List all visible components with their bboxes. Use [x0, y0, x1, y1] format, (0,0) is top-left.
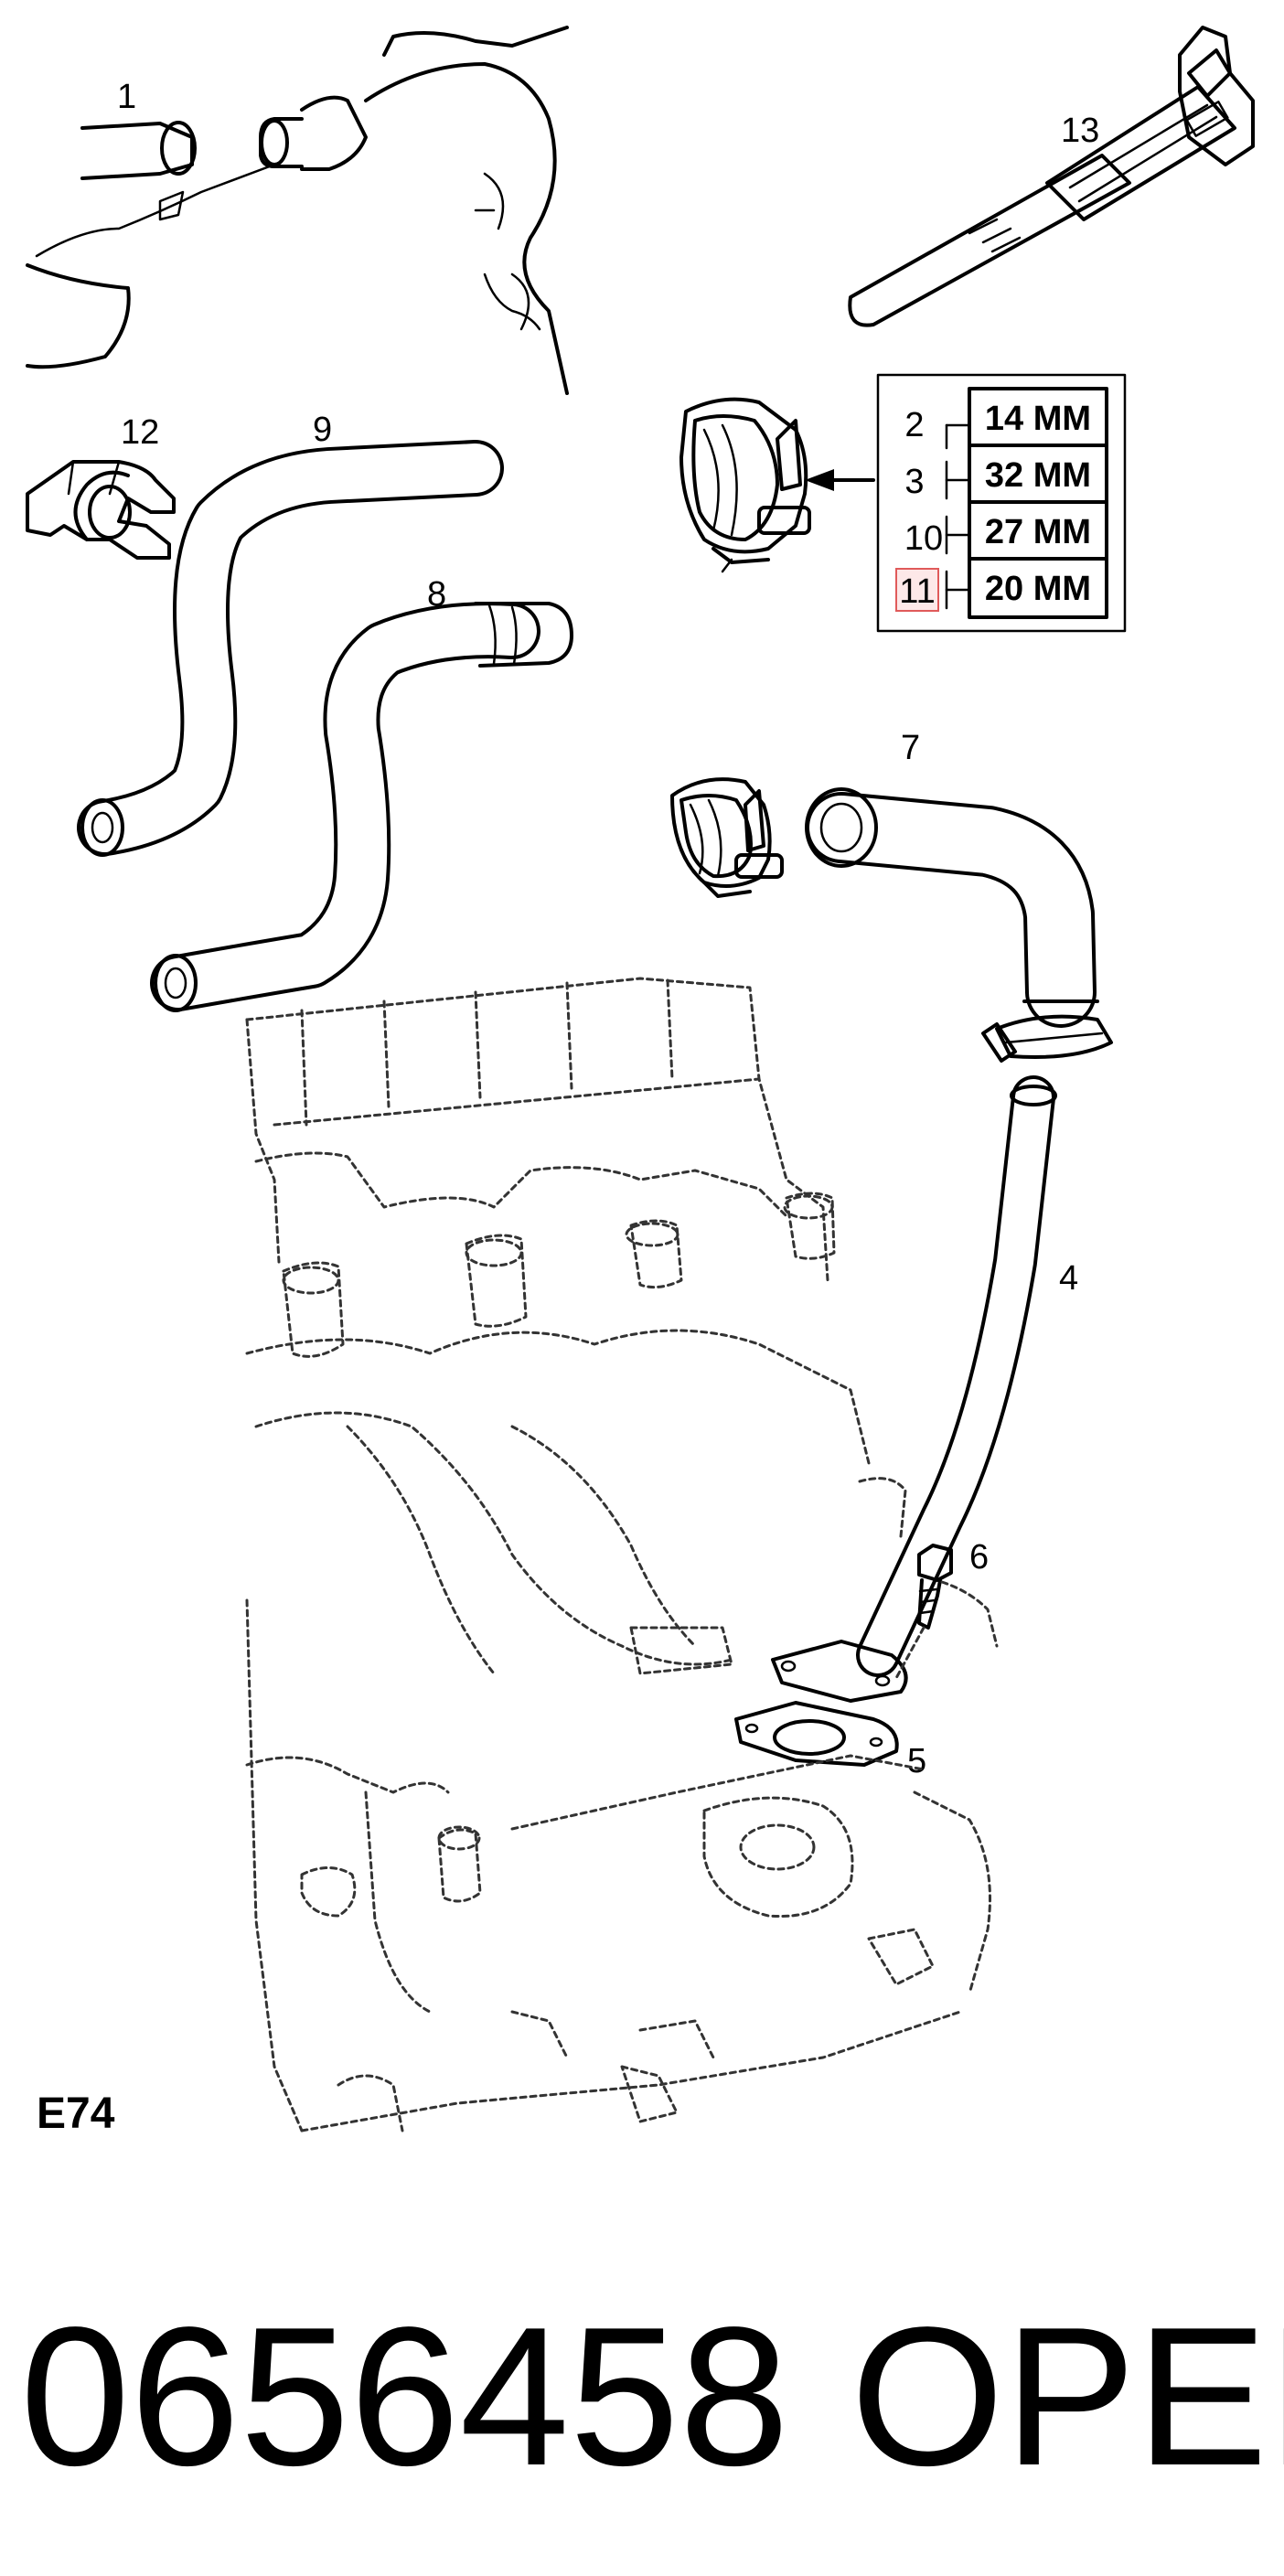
footer-brand: OPEL: [851, 2285, 1284, 2507]
size-table-size-2: 32 MM: [985, 456, 1091, 495]
callout-4: 4: [1059, 1259, 1078, 1298]
part-13-cable-tie-drawing: [848, 26, 1255, 327]
engine-block-drawing: [245, 977, 999, 2132]
part-12-clip-drawing: [26, 460, 176, 560]
part-1-connector-drawing: [26, 26, 569, 395]
callout-8: 8: [427, 575, 446, 614]
hose-clamp-drawing-middle: [670, 777, 784, 898]
callout-5: 5: [907, 1742, 926, 1780]
highlight-box-ref-11: [895, 568, 939, 612]
size-table-ref-1: 2: [904, 406, 924, 444]
size-table-ref-3: 10: [904, 519, 943, 558]
size-table-ref-4: 11: [899, 572, 935, 611]
hose-clamp-drawing-upper: [679, 397, 811, 573]
callout-12: 12: [121, 413, 159, 452]
diagram-code: E74: [37, 2090, 115, 2138]
size-table-size-4: 20 MM: [985, 570, 1091, 608]
part-8-hose-drawing: [150, 602, 573, 1012]
callout-6: 6: [969, 1538, 989, 1577]
clamp-size-table: [876, 373, 1127, 633]
callout-7: 7: [901, 729, 920, 767]
size-table-size-1: 14 MM: [985, 400, 1091, 438]
callout-13: 13: [1061, 112, 1099, 150]
part-9-hose-drawing: [77, 440, 504, 857]
callout-1: 1: [117, 78, 136, 116]
callout-9: 9: [313, 411, 332, 449]
size-table-ref-2: 3: [904, 463, 924, 501]
part-5-gasket-drawing: [734, 1701, 899, 1767]
size-pointer-arrow: [805, 469, 875, 491]
footer-part-number: 0656458: [20, 2285, 789, 2507]
part-7-elbow-hose-drawing: [805, 787, 1099, 1028]
hose-clamp-drawing-lower: [981, 1014, 1113, 1063]
part-4-pipe-drawing: [771, 1075, 1057, 1703]
size-table-size-3: 27 MM: [985, 513, 1091, 551]
part-6-bolt-drawing: [894, 1544, 953, 1680]
